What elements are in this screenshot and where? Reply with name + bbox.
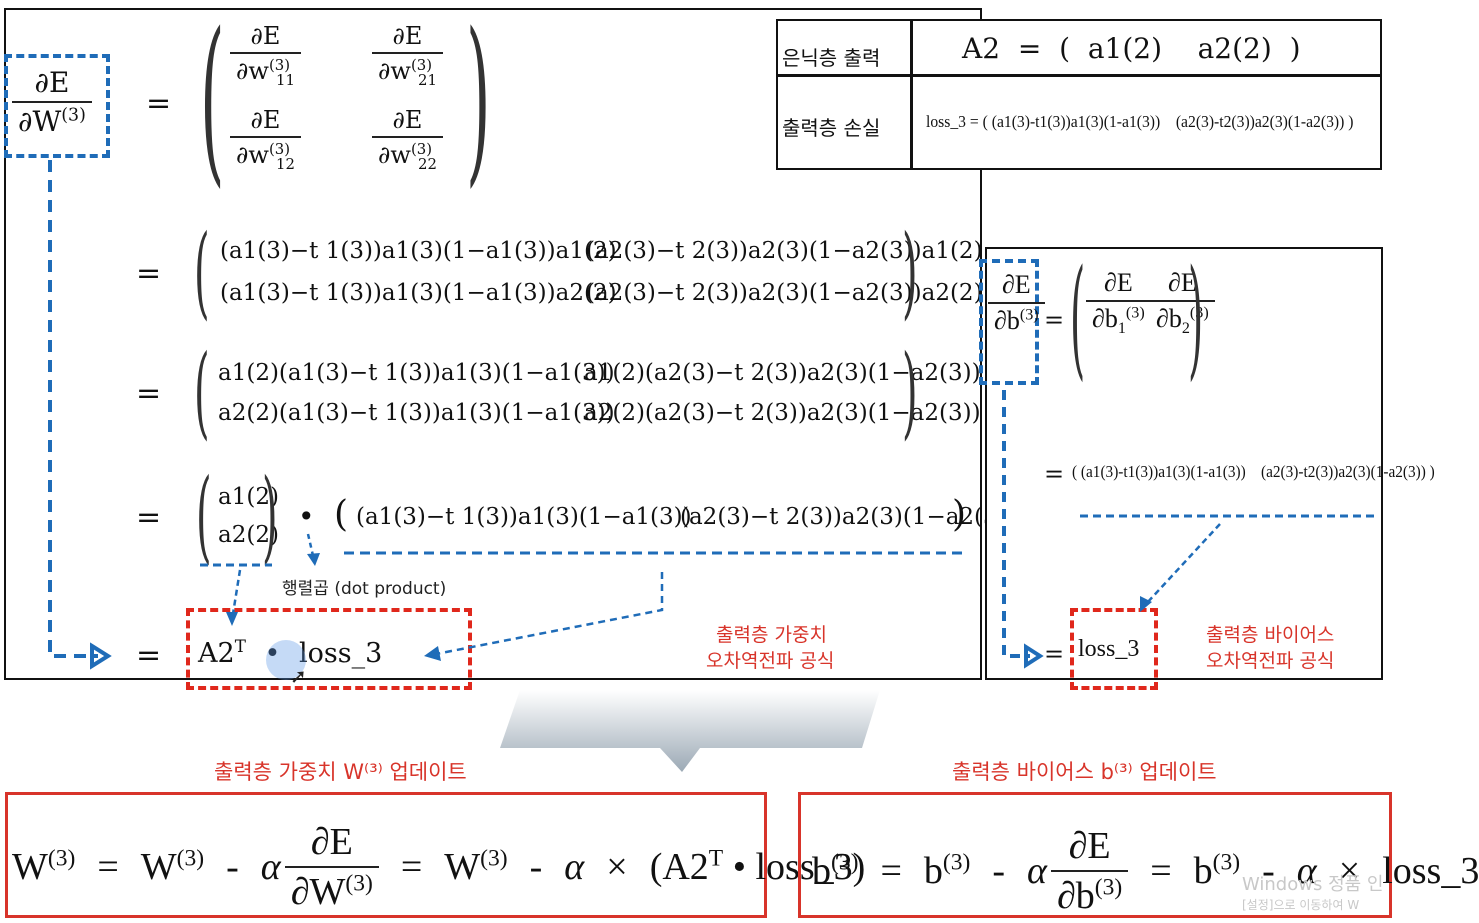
bias-eq-1: =: [1044, 306, 1065, 334]
update-b-formula: b(3) = b(3) - α ∂E ∂b(3) = b(3) - α × lo…: [812, 824, 1479, 918]
update-b-box: [798, 792, 1392, 918]
lhs-fraction: ∂E ∂W(3): [12, 66, 92, 138]
bias-jac-left-paren: (: [1070, 241, 1086, 393]
table-row2-value: loss_3 = ( (a1(3)-t1(3))a1(3)(1-a1(3)) (…: [926, 112, 1354, 131]
eq-sign-5: =: [136, 638, 162, 673]
step3-row-left-paren: (: [334, 494, 349, 535]
bias-jac-1: ∂E∂b1(3): [1086, 268, 1151, 338]
jac-12: ∂E∂w(3)12: [230, 106, 301, 173]
bias-result-highlight-box: [1070, 608, 1158, 690]
jac-21: ∂E∂w(3)21: [372, 22, 443, 89]
result-loss: loss_3: [298, 638, 383, 669]
step3-vec-right-paren: ): [262, 457, 278, 574]
definition-table: [776, 19, 1382, 170]
bias-lhs-denominator: ∂b(3): [988, 302, 1045, 336]
bias-row: ( (a1(3)-t1(3))a1(3)(1-a1(3)) (a2(3)-t2(…: [1072, 462, 1435, 481]
bias-caption-line2: 오차역전파 공식: [1206, 650, 1335, 672]
table-row-divider: [776, 74, 1382, 77]
step2-r1-left: a1(2)(a1(3)−t 1(3))a1(3)(1−a1(3)): [218, 360, 615, 386]
step1-left-paren: (: [194, 213, 210, 330]
bias-result: loss_3: [1078, 636, 1140, 662]
jacobian-matrix: ∂E∂w(3)11 ∂E∂w(3)21 ∂E∂w(3)12 ∂E∂w(3)22: [230, 22, 466, 190]
step2-r2-right: a2(2)(a2(3)−t 2(3))a2(3)(1−a2(3)): [584, 400, 981, 426]
update-w-eq: =: [97, 846, 119, 888]
update-w-lhs: W(3): [12, 845, 76, 888]
table-row1-label: 은닉층 출력: [782, 46, 881, 70]
step1-r2-right: (a2(3)−t 2(3))a2(3)(1−a2(3))a2(2): [586, 280, 983, 306]
bias-eq-2: =: [1044, 460, 1065, 488]
result-expression: A2T • loss_3: [198, 636, 382, 669]
activation-watermark-line1: Windows 정품 인: [1242, 874, 1384, 895]
table-row2-label: 출력층 손실: [782, 116, 881, 140]
step3-vec-left-paren: (: [196, 457, 212, 574]
table-col-divider: [910, 19, 913, 170]
step2-r1-right: a1(2)(a2(3)−t 2(3))a2(3)(1−a2(3)): [584, 360, 981, 386]
update-w-frac: ∂E ∂W(3): [284, 820, 379, 914]
step2-right-paren: ): [902, 333, 918, 450]
lhs-numerator: ∂E: [34, 66, 70, 99]
jacobian-right-paren: ): [466, 0, 491, 204]
result-a2: A2: [198, 638, 235, 669]
jac-11: ∂E∂w(3)11: [230, 22, 301, 89]
step1-r1-left: (a1(3)−t 1(3))a1(3)(1−a1(3))a1(2): [220, 238, 617, 264]
update-w-alpha: α: [260, 846, 281, 888]
big-down-arrow: [500, 690, 880, 772]
bias-lhs-fraction: ∂E ∂b(3): [988, 270, 1045, 336]
eq-sign-3: =: [136, 376, 162, 411]
update-w-box: [5, 792, 767, 918]
step3-vec-top: a1(2): [218, 484, 279, 510]
step3-dot: •: [298, 500, 315, 533]
jac-22: ∂E∂w(3)22: [372, 106, 443, 173]
step2-left-paren: (: [194, 333, 210, 450]
update-w-formula: W(3) = W(3) - α ∂E ∂W(3) = W(3) - α × (A…: [12, 820, 866, 914]
bias-lhs-numerator: ∂E: [1001, 270, 1031, 299]
step3-row-left: (a1(3)−t 1(3))a1(3)(1−a1(3)): [356, 504, 692, 530]
step3-row-right: (a2(3)−t 2(3))a2(3)(1−a2(3)): [680, 504, 1016, 530]
dot-product-label: 행렬곱 (dot product): [282, 579, 447, 599]
update-b-frac: ∂E ∂b(3): [1050, 824, 1129, 918]
table-row1-value: A2 = ( a1(2) a2(2) ): [962, 32, 1301, 65]
step3-row-right-paren: ): [952, 494, 967, 535]
update-w-w: W(3): [140, 845, 205, 888]
weight-caption-line1: 출력층 가중치: [716, 624, 827, 646]
eq-sign-1: =: [146, 86, 172, 121]
bias-derivation-panel: [985, 247, 1383, 680]
update-b-title: 출력층 바이어스 b⁽³⁾ 업데이트: [952, 760, 1217, 784]
lhs-denominator: ∂W(3): [12, 101, 92, 138]
bias-caption-line1: 출력층 바이어스: [1206, 624, 1335, 646]
step2-r2-left: a2(2)(a1(3)−t 1(3))a1(3)(1−a1(3)): [218, 400, 615, 426]
weight-caption-line2: 오차역전파 공식: [706, 650, 835, 672]
step3-vec-bottom: a2(2): [218, 522, 279, 548]
update-w-title: 출력층 가중치 W⁽³⁾ 업데이트: [214, 760, 467, 784]
step1-r2-left: (a1(3)−t 1(3))a1(3)(1−a1(3))a2(2): [220, 280, 617, 306]
result-transpose: T: [234, 636, 246, 656]
cursor-highlight: [266, 640, 306, 680]
eq-sign-2: =: [136, 256, 162, 291]
bias-jac-right-paren: ): [1188, 241, 1204, 393]
bias-lhs-highlight-box: [979, 259, 1039, 385]
eq-sign-4: =: [136, 500, 162, 535]
activation-watermark-line2: [설정]으로 이동하여 W: [1242, 898, 1360, 912]
jacobian-left-paren: (: [200, 0, 225, 204]
bias-jac-2: ∂E∂b2(3): [1150, 268, 1215, 338]
bias-eq-3: =: [1044, 640, 1065, 668]
lhs-highlight-box: [4, 54, 110, 158]
result-dot: •: [264, 638, 281, 669]
step1-r1-right: (a2(3)−t 2(3))a2(3)(1−a2(3))a1(2): [586, 238, 983, 264]
update-b-tail: loss_3: [1382, 850, 1479, 892]
mouse-cursor-icon: ➚: [290, 664, 307, 688]
step1-right-paren: ): [902, 213, 918, 330]
